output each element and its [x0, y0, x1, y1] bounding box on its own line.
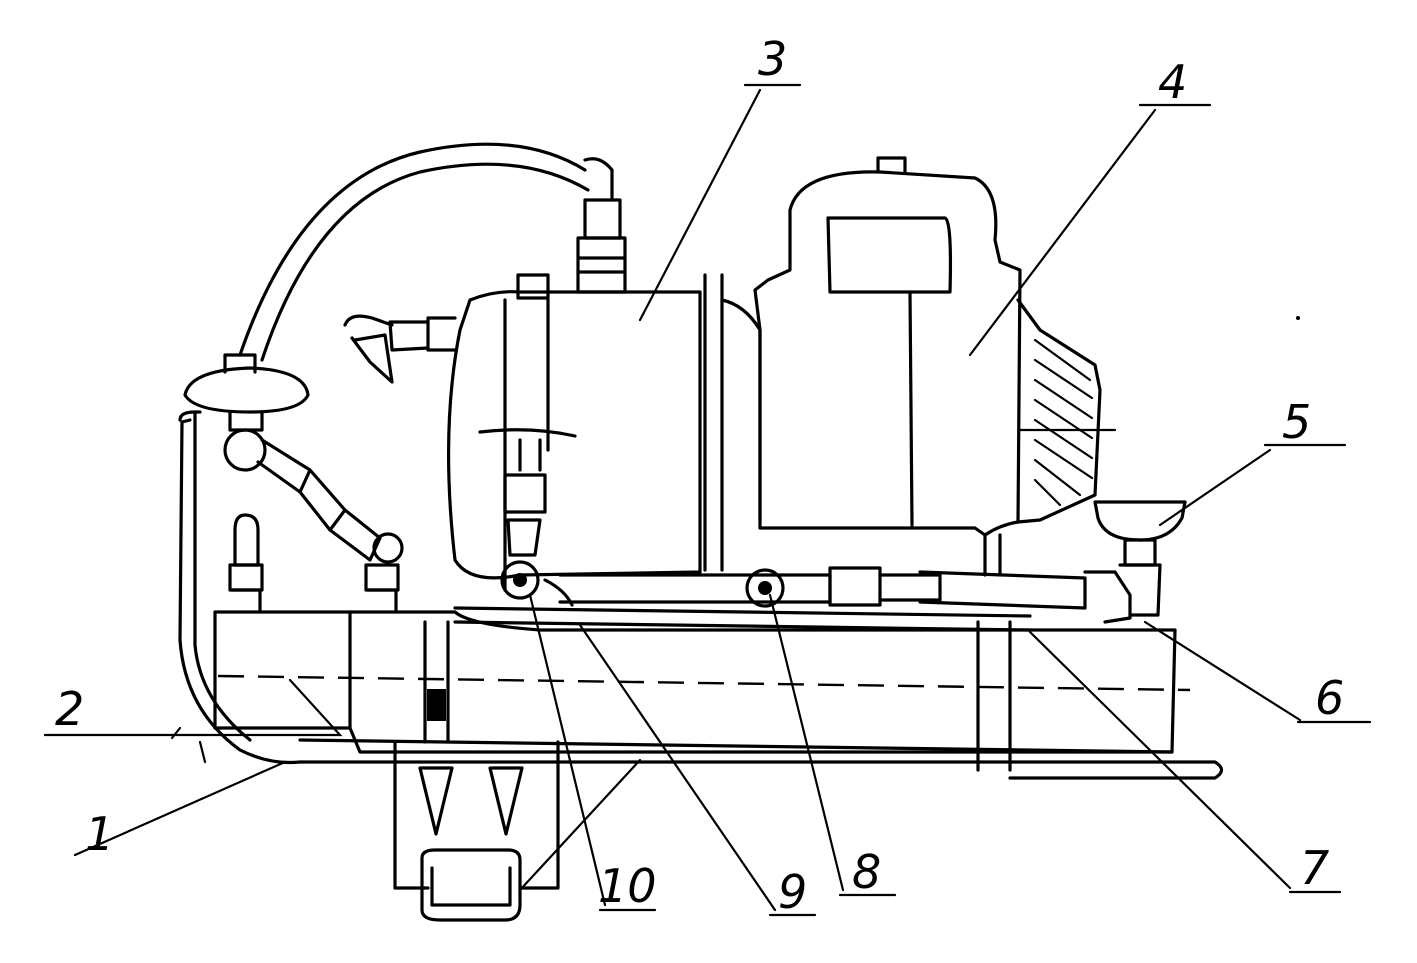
callout-3: 3 [758, 32, 787, 86]
hose [238, 142, 590, 362]
hand-wheel-valve [183, 353, 404, 564]
callout-7: 7 [1300, 841, 1329, 895]
callout-1: 1 [85, 807, 114, 861]
callout-4: 4 [1158, 55, 1187, 109]
pump [343, 273, 762, 592]
oil-cup [1093, 500, 1187, 617]
leader-lines [43, 83, 1372, 917]
handle-box [393, 740, 560, 922]
pipe-assembly [453, 560, 1132, 632]
callout-5: 5 [1282, 395, 1311, 449]
callout-9: 9 [778, 865, 807, 919]
speck [1296, 316, 1300, 320]
callout-labels: 1 2 3 4 5 6 7 8 9 10 [55, 32, 1344, 919]
callout-10: 10 [598, 859, 657, 913]
callout-2: 2 [55, 682, 84, 736]
motor [753, 156, 1117, 577]
callout-8: 8 [852, 845, 881, 899]
base-frame [170, 410, 1224, 780]
outlet-fitting [576, 157, 627, 294]
tank [213, 610, 1191, 772]
callout-6: 6 [1315, 671, 1344, 725]
tank-fittings [228, 513, 400, 614]
